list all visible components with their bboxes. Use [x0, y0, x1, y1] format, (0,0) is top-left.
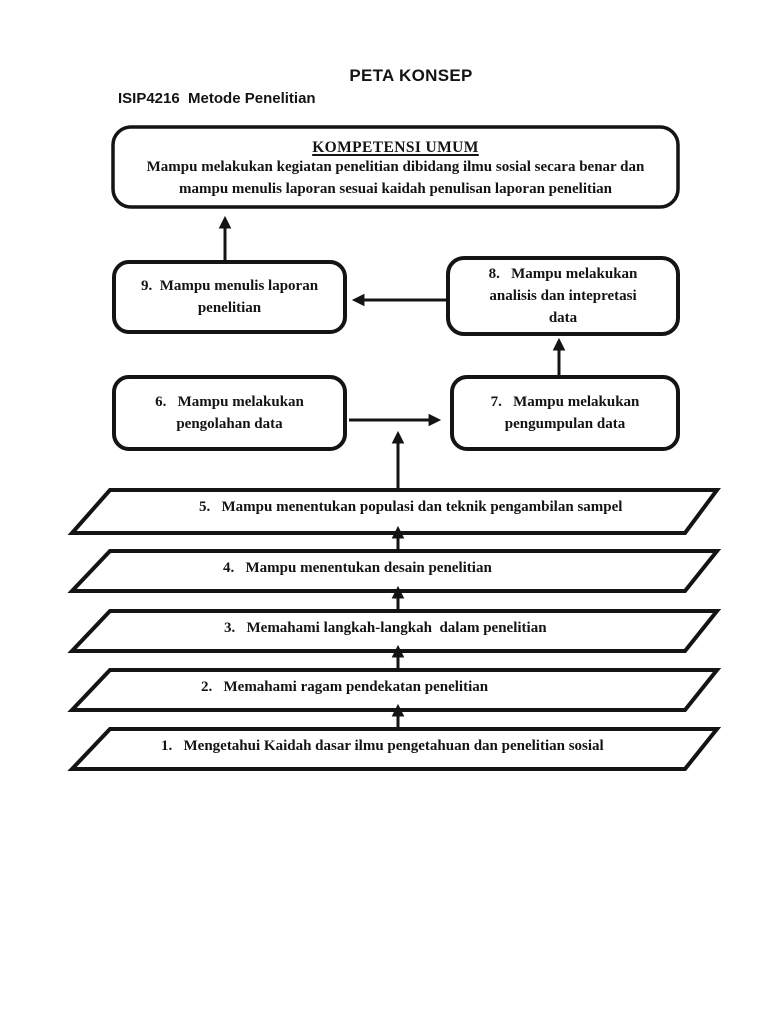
step-4-parallelogram: [67, 549, 722, 593]
step-1-parallelogram: [67, 727, 722, 771]
course-code-label: ISIP4216 Metode Penelitian: [118, 90, 316, 107]
box-6-outline: [112, 375, 347, 451]
step-4-label: 4. Mampu menentukan desain penelitian: [223, 560, 492, 576]
step-1-label: 1. Mengetahui Kaidah dasar ilmu pengetah…: [161, 738, 604, 754]
box-8-outline: [446, 256, 680, 336]
box-6-label: 6. Mampu melakukan pengolahan data: [155, 394, 304, 432]
step-2-parallelogram: [67, 668, 722, 712]
step-3-parallelogram: [67, 609, 722, 653]
step-2-label: 2. Memahami ragam pendekatan penelitian: [201, 679, 489, 695]
kompetensi-umum-body: Mampu melakukan kegiatan penelitian dibi…: [146, 159, 645, 197]
step-3-label: 3. Memahami langkah-langkah dalam peneli…: [224, 620, 547, 636]
box-9-label: 9. Mampu menulis laporan penelitian: [140, 278, 319, 316]
kompetensi-umum-box-outline: [111, 125, 680, 209]
step-5-label: 5. Mampu menentukan populasi dan teknik …: [199, 499, 623, 515]
box-8-label: 8. Mampu melakukan analisis dan intepret…: [488, 266, 638, 326]
box-7-label: 7. Mampu melakukan pengumpulan data: [490, 394, 640, 432]
box-9-outline: [112, 260, 347, 334]
step-5-parallelogram: [67, 488, 721, 535]
box-7-outline: [450, 375, 680, 451]
page-title: PETA KONSEP: [349, 66, 473, 85]
kompetensi-umum-heading: KOMPETENSI UMUM: [312, 139, 479, 156]
